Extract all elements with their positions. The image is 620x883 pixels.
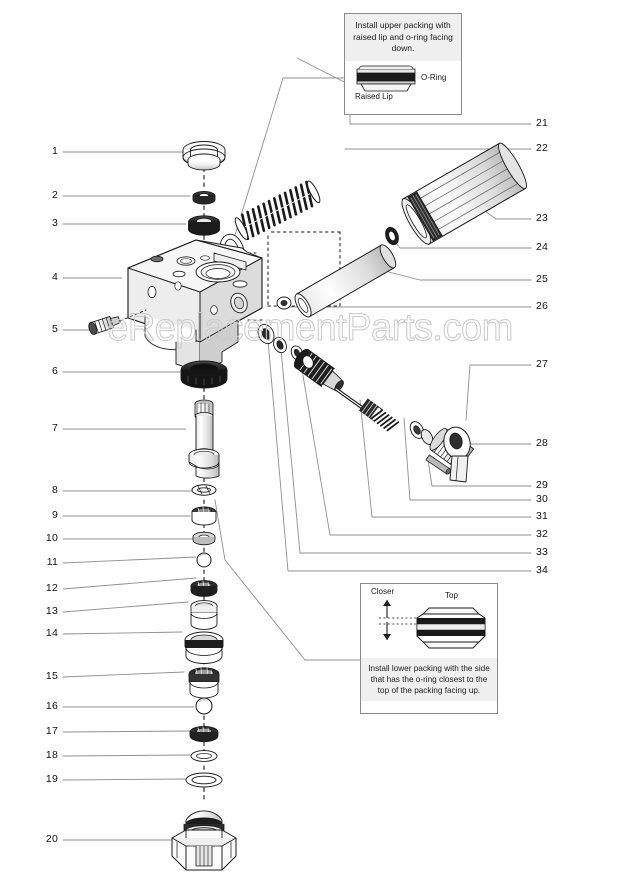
part-number-4[interactable]: 4: [51, 271, 58, 283]
part-23-handle: [401, 142, 527, 245]
part-7-piston: [188, 399, 220, 479]
part-number-32[interactable]: 32: [536, 528, 549, 540]
part-number-1[interactable]: 1: [51, 145, 58, 157]
callout-lower-text: Install lower packing with the side that…: [361, 658, 497, 701]
part-number-20[interactable]: 20: [45, 833, 58, 845]
part-number-27[interactable]: 27: [536, 358, 549, 370]
part-number-14[interactable]: 14: [45, 627, 58, 639]
part-number-33[interactable]: 33: [536, 546, 549, 558]
part-12-seat-insert: [190, 580, 218, 597]
callout-upper-packing: Install upper packing with raised lip an…: [344, 13, 462, 115]
part-number-6[interactable]: 6: [51, 365, 58, 377]
part-number-26[interactable]: 26: [536, 300, 549, 312]
part-2-washer: [192, 190, 216, 205]
closer-label: Closer: [371, 587, 395, 596]
part-number-16[interactable]: 16: [45, 700, 58, 712]
oring-label: O-Ring: [421, 72, 447, 82]
callout-upper-text: Install upper packing with raised lip an…: [345, 14, 461, 61]
part-15-seat-assembly: [188, 667, 220, 699]
upper-packing-figure: [356, 65, 416, 91]
part-number-8[interactable]: 8: [51, 484, 58, 496]
part-number-7[interactable]: 7: [51, 422, 58, 434]
part-number-11[interactable]: 11: [46, 556, 58, 568]
part-number-13[interactable]: 13: [45, 605, 58, 617]
part-14-lower-packing: [184, 631, 224, 664]
part-number-30[interactable]: 30: [536, 493, 549, 505]
part-18-washer: [190, 750, 218, 762]
raised-lip-label: Raised Lip: [355, 91, 393, 101]
top-label: Top: [445, 591, 458, 600]
part-number-10[interactable]: 10: [45, 532, 58, 544]
part-number-34[interactable]: 34: [536, 564, 549, 576]
part-5-plug: [88, 309, 147, 335]
lower-packing-figure: [379, 600, 486, 649]
callout-lower-packing: Closer Top Install lower packing with th…: [360, 583, 498, 714]
part-16-ball: [195, 697, 213, 715]
part-number-15[interactable]: 15: [45, 670, 58, 682]
part-number-23[interactable]: 23: [536, 212, 549, 224]
part-13-cage: [190, 600, 218, 630]
part-number-29[interactable]: 29: [536, 479, 549, 491]
part-number-25[interactable]: 25: [536, 273, 549, 285]
part-number-24[interactable]: 24: [536, 241, 549, 253]
leader-upper-callout: [231, 77, 361, 246]
part-20-bottom-fitting: [171, 810, 237, 871]
part-24-oring: [385, 226, 399, 246]
part-9-seat: [191, 506, 217, 526]
part-25-rod: [294, 244, 397, 318]
part-number-3[interactable]: 3: [51, 217, 58, 229]
part-number-22[interactable]: 22: [536, 142, 549, 154]
part-number-28[interactable]: 28: [536, 437, 549, 449]
part-number-2[interactable]: 2: [51, 189, 58, 201]
part-1-cap: [182, 141, 226, 171]
part-number-9[interactable]: 9: [51, 509, 58, 521]
part-29-pin: [425, 454, 452, 475]
leader-lines-left: [62, 151, 197, 841]
leader-lower-callout: [214, 499, 361, 661]
part-11-ball: [196, 552, 212, 568]
part-22-spring: [234, 180, 321, 241]
part-19-oring: [185, 772, 223, 788]
part-26-washer: [276, 296, 292, 310]
part-31-fitting: [302, 355, 314, 369]
part-6-seal-ring: [180, 360, 228, 389]
part-4-main-body: [127, 239, 263, 373]
part-number-12[interactable]: 12: [45, 582, 58, 594]
part-10-washer: [192, 531, 216, 546]
part-28-trigger: [443, 426, 471, 483]
part-17-seat-ring: [189, 725, 219, 742]
part-33-ring: [273, 336, 287, 354]
part-3-packing: [188, 215, 220, 236]
part-number-31[interactable]: 31: [536, 510, 549, 522]
part-number-5[interactable]: 5: [51, 323, 58, 335]
part-8-oring: [191, 484, 217, 496]
part-34-ring: [257, 323, 275, 345]
part-number-21[interactable]: 21: [536, 117, 549, 129]
part-number-17[interactable]: 17: [45, 725, 58, 737]
part-number-19[interactable]: 19: [45, 773, 58, 785]
part-number-18[interactable]: 18: [45, 749, 58, 761]
